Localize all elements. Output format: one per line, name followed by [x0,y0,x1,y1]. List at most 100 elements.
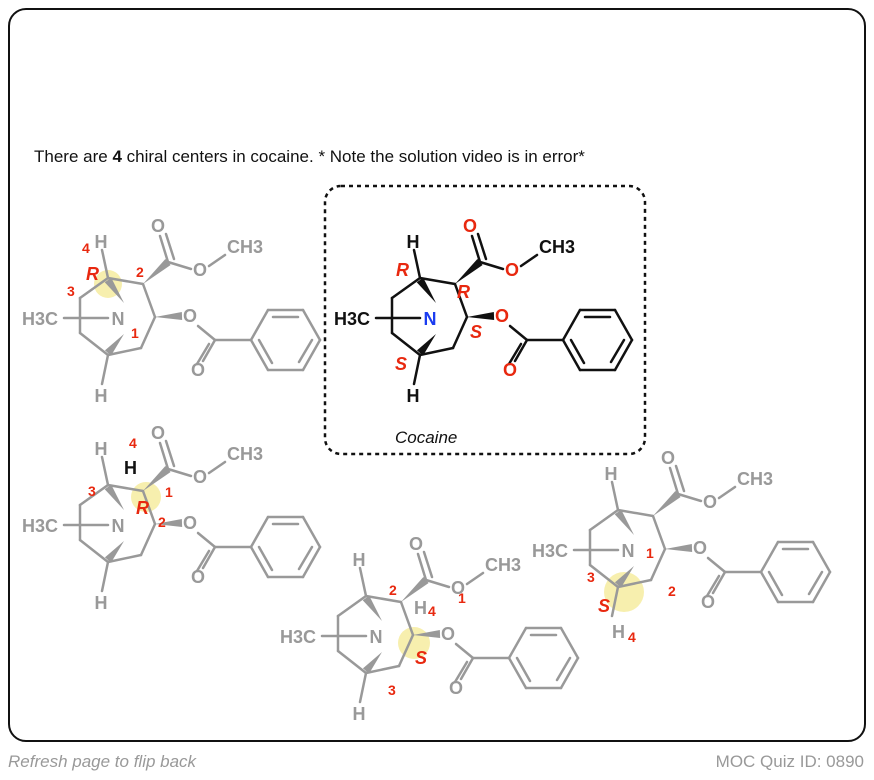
priority-label: 3 [88,483,96,499]
oxygen-label: O [449,678,463,698]
priority-label: 2 [136,264,144,280]
bond [807,570,824,596]
bond [513,338,529,363]
oxygen-label: O [495,306,509,326]
bond [166,467,193,478]
bond [196,324,217,342]
methyl-label: H3C [22,516,58,536]
flip-back-hint: Refresh page to flip back [8,752,197,771]
bond [100,248,110,280]
oxygen-label: O [441,624,455,644]
wedge-bond [155,312,183,320]
bond [164,232,176,261]
bond [412,353,422,386]
bond [301,545,322,579]
oxygen-label: O [183,306,197,326]
priority-label: 1 [458,590,466,606]
hydrogen-label: H [605,464,618,484]
bond [507,342,523,366]
bond [418,276,457,286]
wedge-bond [614,566,634,588]
bond [301,515,322,549]
bond [257,545,274,572]
oxygen-label: O [703,492,717,512]
bond [100,560,110,593]
hydrogen-label: H [353,550,366,570]
descriptor-label: R [136,498,149,518]
nitrogen-label: N [622,541,635,561]
priority-label: 1 [131,325,139,341]
bond [390,276,422,300]
oxygen-label: O [151,423,165,443]
oxygen-label: O [693,538,707,558]
oxygen-label: O [661,448,675,468]
descriptor-label: S [598,596,610,616]
nitrogen-label: N [112,309,125,329]
nitrogen-label: N [370,627,383,647]
priority-label: 2 [158,514,166,530]
wedge-bond [614,509,634,535]
wedge-bond [665,544,693,552]
wedge-bond [413,630,441,638]
bond [301,308,322,342]
bond [705,574,721,598]
bond [507,626,528,660]
bond [78,483,110,507]
methyl-label: H3C [334,309,370,329]
bond [476,232,488,261]
methyl-label: CH3 [485,555,521,575]
priority-label: 4 [82,240,90,256]
bond [207,460,227,475]
bond [195,342,211,366]
nitrogen-label: N [112,516,125,536]
bond [195,549,211,573]
bond [811,540,832,574]
oxygen-label: O [191,360,205,380]
bond [454,642,475,660]
cocaine-dashed-box [323,184,647,456]
bond [249,308,270,342]
bond [100,455,110,487]
bond [100,353,110,386]
chiral-count: 4 [112,147,122,166]
bond [609,338,626,364]
oxygen-label: O [151,216,165,236]
methyl-label: CH3 [539,237,575,257]
wedge-bond [416,334,436,356]
bond [459,656,475,681]
bond [508,324,529,342]
bond [166,260,193,271]
bond [616,508,655,518]
quiz-card[interactable] [8,8,866,742]
oxygen-label: O [503,360,517,380]
bond [616,578,653,589]
bond [301,338,322,372]
wedge-bond [362,595,382,621]
bond [336,649,368,675]
bond [767,570,784,597]
bond [364,594,403,604]
wedge-bond [104,277,124,303]
priority-label: 4 [628,629,636,645]
wedge-bond [104,484,124,510]
bond [453,660,469,684]
wedge-bond [143,465,171,491]
bond [422,550,434,579]
nitrogen-label: N [424,309,437,329]
hydrogen-label: H [124,458,137,478]
bond [78,331,110,357]
bond [451,315,469,350]
oxygen-label: O [191,567,205,587]
methyl-label: CH3 [227,237,263,257]
bond [358,671,368,704]
intro-suffix: chiral centers in cocaine. * Note the so… [121,147,585,166]
oxygen-label: O [451,578,465,598]
quiz-id: MOC Quiz ID: 0890 [715,752,864,771]
oxygen-label: O [183,513,197,533]
bond [424,578,451,589]
bond [141,489,157,526]
wedge-bond [143,258,171,284]
bond [470,234,482,264]
